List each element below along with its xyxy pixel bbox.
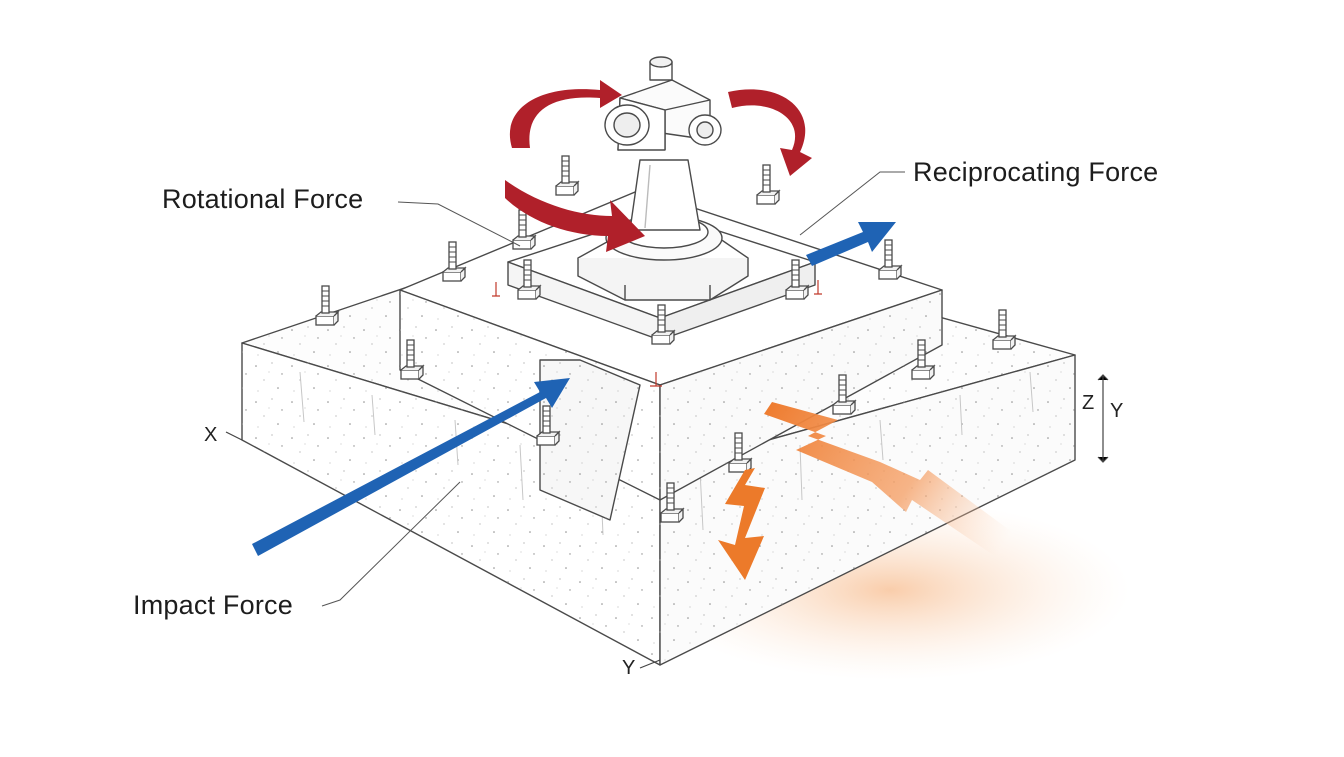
anchor-bolt-icon [756, 164, 780, 205]
pump-unit-icon [577, 56, 749, 301]
leader-lines [321, 171, 905, 607]
reciprocating-arrow [806, 222, 896, 266]
vibration-arrows [718, 402, 1050, 580]
anchor-bolt-icon [878, 239, 902, 280]
axis-z-label: Z [1082, 392, 1095, 414]
anchor-bolt-icon [442, 241, 466, 282]
dimension-ticks [492, 280, 822, 387]
anchor-bolt-icon [555, 155, 579, 196]
rotational-arrows [505, 80, 812, 252]
impact-force-label: Impact Force [133, 590, 293, 620]
reciprocating-force-label: Reciprocating Force [913, 157, 1159, 187]
axis-x-label: X [204, 424, 218, 446]
axis-lines [225, 374, 1109, 669]
concrete-plinth [399, 189, 943, 521]
anchor-bolt-icon [992, 309, 1016, 350]
anchor-bolt-icon [315, 285, 339, 326]
impact-arrow [252, 378, 570, 556]
axis-y-bottom-label: Y [622, 657, 636, 679]
rotational-force-label: Rotational Force [162, 184, 364, 214]
axis-y-right-label: Y [1110, 400, 1124, 422]
